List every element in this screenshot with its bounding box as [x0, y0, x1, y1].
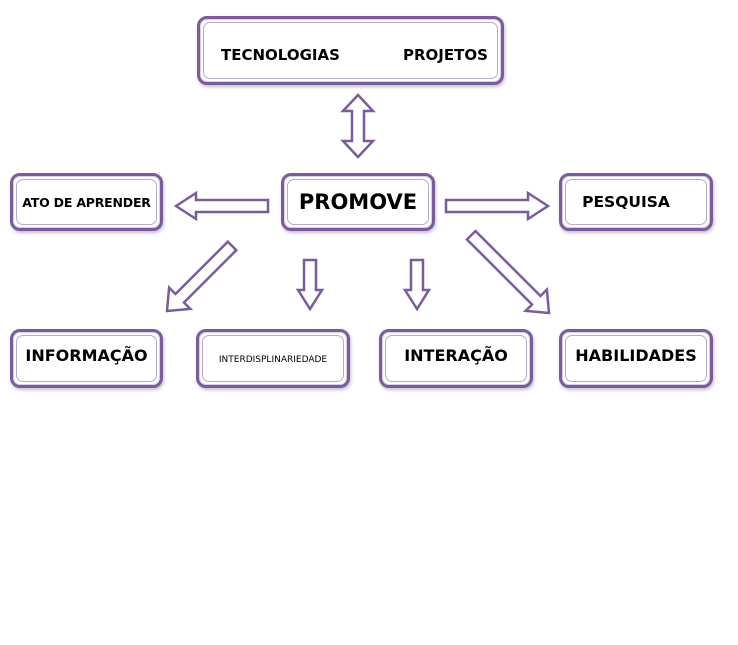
tecnologias-label: TECNOLOGIAS [221, 46, 340, 64]
projetos-label: PROJETOS [403, 46, 488, 64]
informacao-box: INFORMAÇÃO [10, 329, 163, 388]
ato-de-aprender-box: ATO DE APRENDER [10, 173, 163, 231]
arrow-right [444, 190, 551, 222]
habilidades-box: HABILIDADES [559, 329, 713, 388]
pesquisa-box: PESQUISA [559, 173, 713, 231]
interdisplinariedade-box: INTERDISPLINARIEDADE [196, 329, 350, 388]
arrow-left [173, 190, 270, 222]
promove-box: PROMOVE [281, 173, 435, 231]
arrow-down-2 [402, 258, 432, 312]
promove-label: PROMOVE [298, 190, 418, 214]
arrow-down-1 [295, 258, 325, 312]
interdisplinariedade-label: INTERDISPLINARIEDADE [218, 354, 328, 365]
arrow-diagonal-down-left [165, 239, 239, 313]
vertical-double-arrow [340, 93, 376, 159]
ato-de-aprender-label: ATO DE APRENDER [22, 194, 151, 210]
habilidades-label: HABILIDADES [575, 346, 697, 365]
interacao-box: INTERAÇÃO [379, 329, 533, 388]
informacao-label: INFORMAÇÃO [25, 346, 148, 365]
interacao-label: INTERAÇÃO [404, 346, 508, 365]
arrow-diagonal-down-right [465, 229, 551, 315]
pesquisa-label: PESQUISA [582, 193, 670, 211]
tecnologias-projetos-box: TECNOLOGIAS PROJETOS [197, 16, 504, 85]
